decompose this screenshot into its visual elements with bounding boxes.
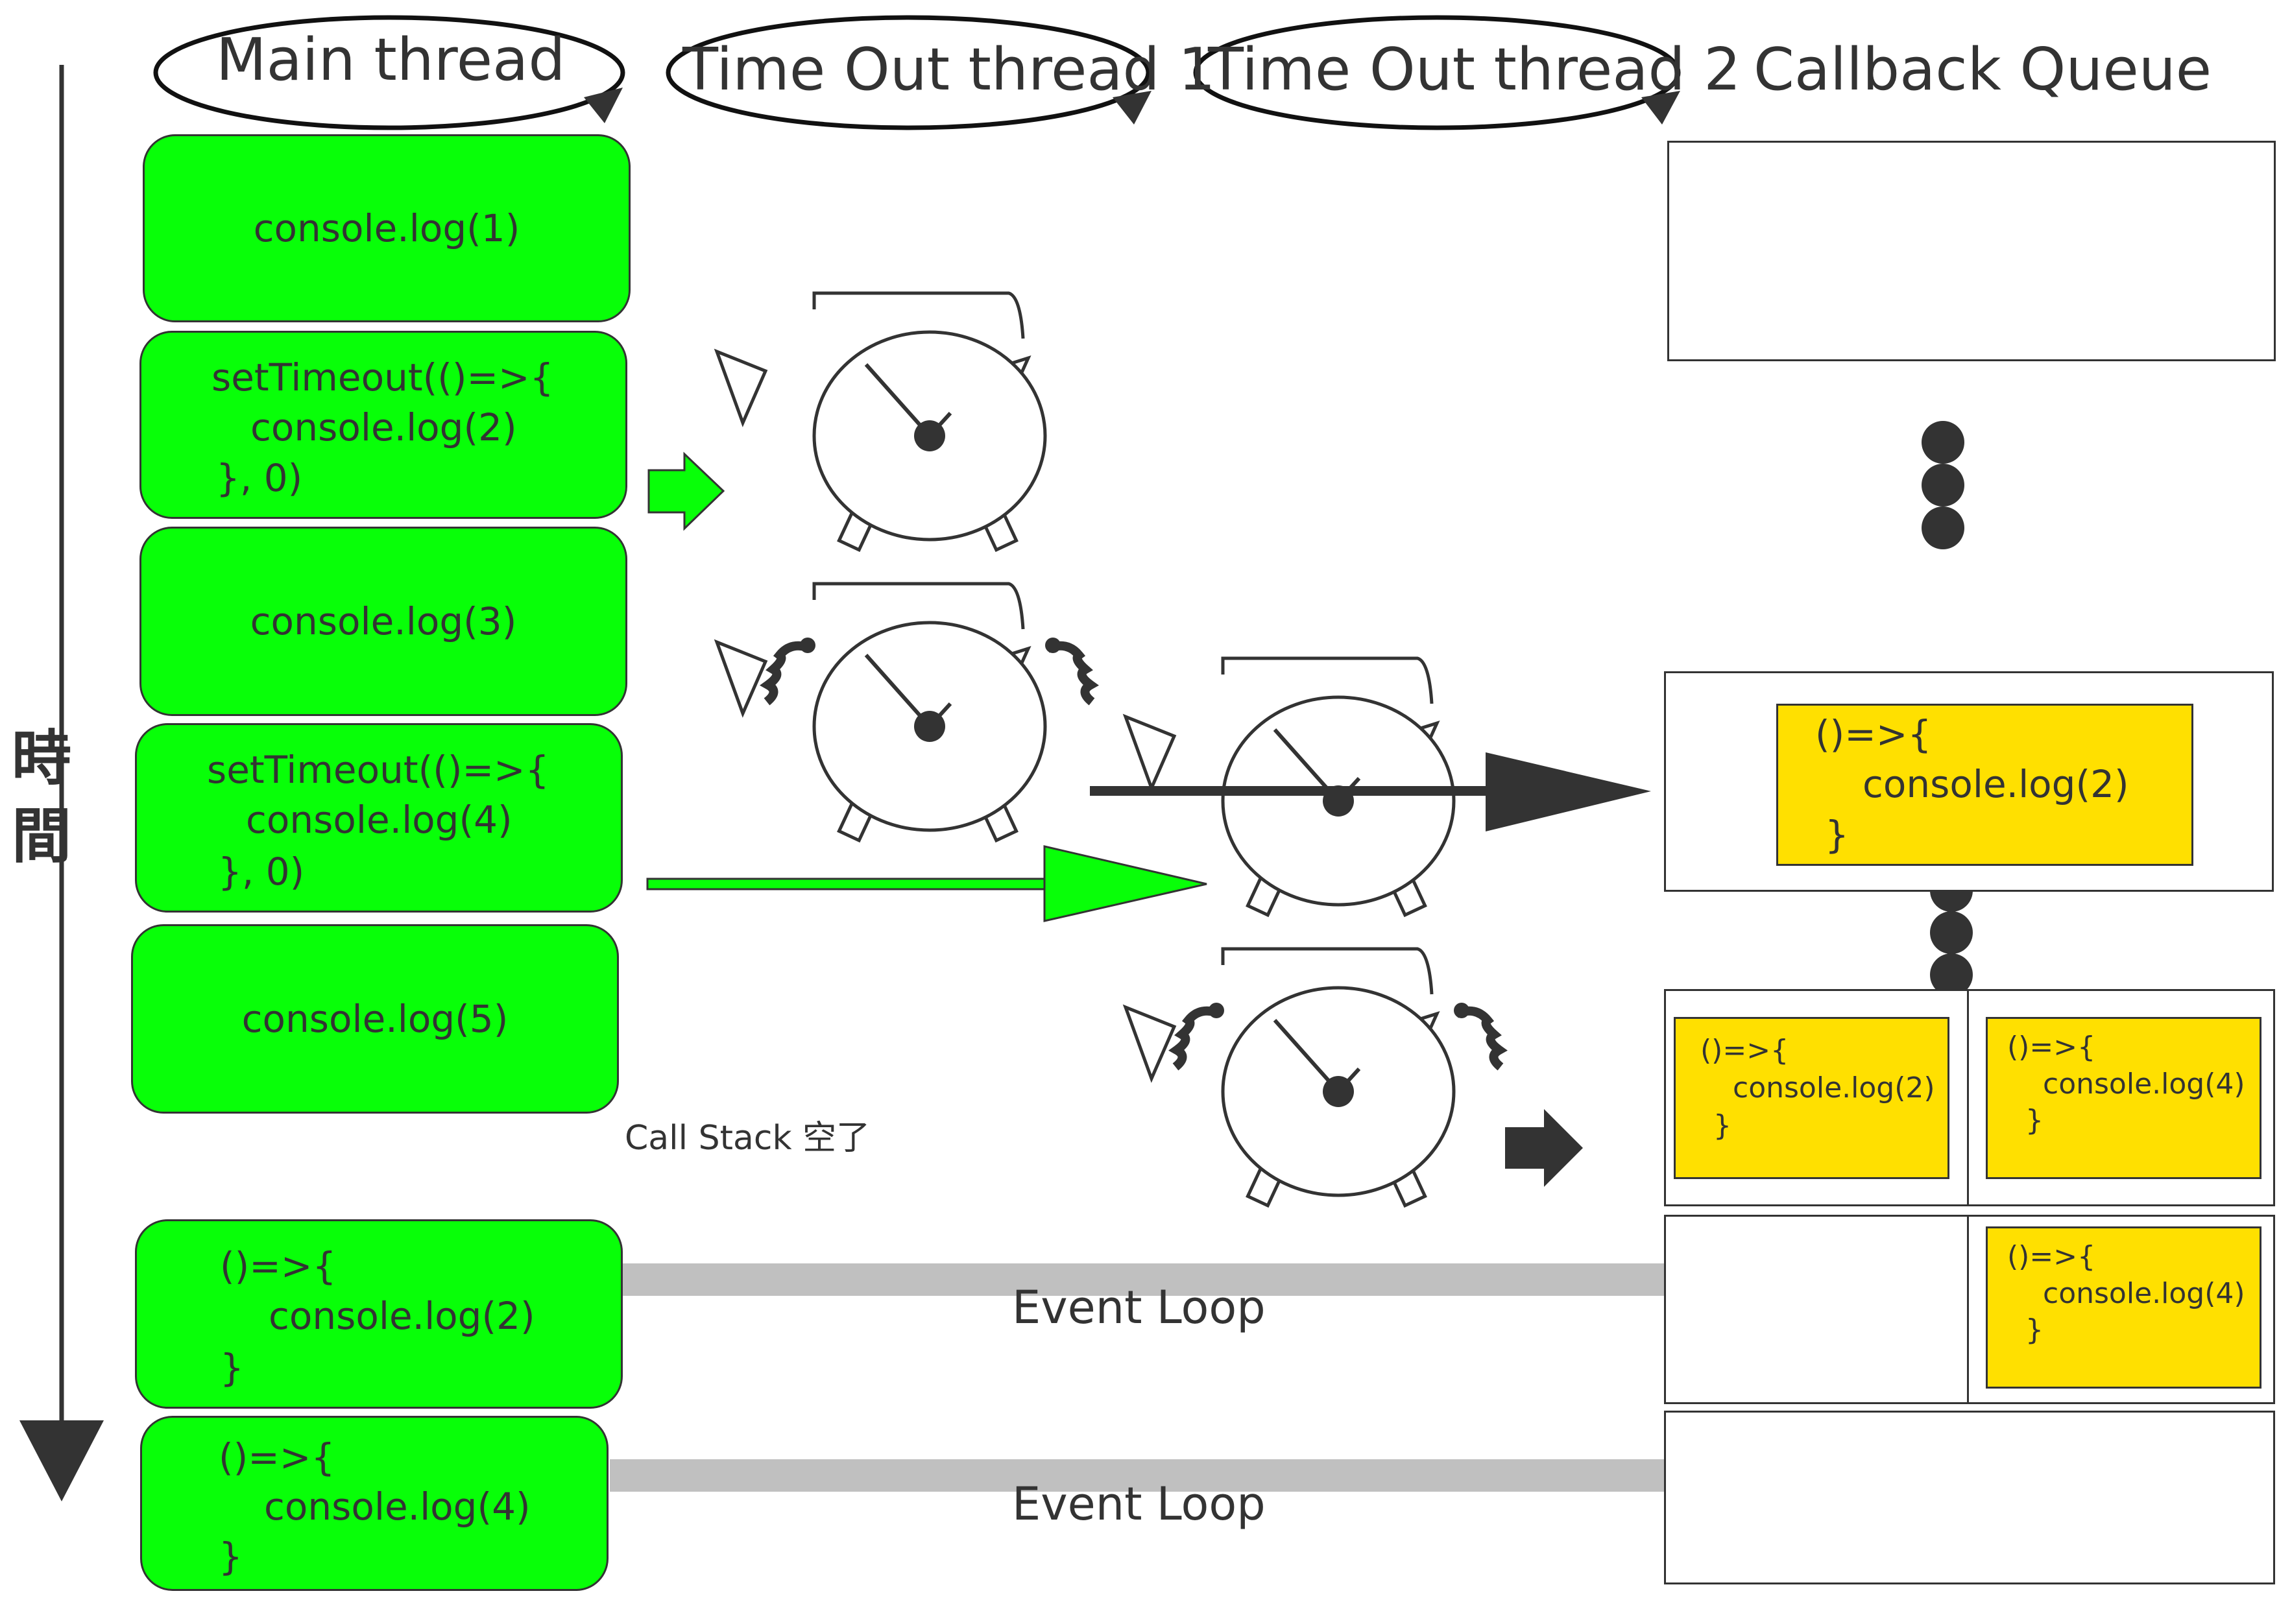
main-thread-box: console.log(1) [143,134,631,322]
code-line: ()=>{ [2007,1031,2096,1064]
code-line: console.log(2) [269,1294,535,1338]
queued-callback: ()=>{ console.log(4) } [1986,1226,2261,1389]
event-loop-callback-box: ()=>{ console.log(2) } [135,1219,623,1409]
code-line: console.log(2) [1733,1071,1935,1105]
code-line: ()=>{ [220,1244,337,1288]
green-arrow-long [646,845,1207,922]
code-line: console.log(4) [246,798,512,842]
callback-queue-state: ()=>{ console.log(2) } [1664,671,2274,892]
callback-queue-empty [1667,141,2276,361]
queued-callback: ()=>{ console.log(4) } [1986,1017,2261,1179]
time-axis-label: 時間 [12,724,72,871]
event-loop-bar [610,1459,1665,1492]
code-line: } [219,1534,243,1579]
main-thread-box: setTimeout(()=>{ console.log(4) }, 0) [135,723,623,913]
code-line: console.log(4) [264,1485,531,1529]
header-main-thread: Main thread [216,26,566,94]
code-line: console.log(5) [241,997,509,1041]
queue-divider [1967,991,1969,1204]
code-line: ()=>{ [1815,712,1932,756]
dark-arrow-small [1505,1109,1583,1187]
alarm-clock-icon [717,584,1045,841]
event-loop-label: Event Loop [1012,1477,1266,1531]
code-line: } [220,1346,244,1390]
main-thread-box: console.log(5) [131,924,619,1114]
alarm-clock-icon [1126,949,1454,1206]
green-arrow-small [647,451,725,531]
code-line: }, 0) [216,456,303,500]
code-line: } [2025,1104,2044,1137]
queued-callback: ()=>{ console.log(2) } [1776,704,2193,866]
code-line: setTimeout(()=>{ [211,355,554,400]
code-line: } [2025,1313,2044,1346]
header-ellipse-timeout2 [1193,15,1681,130]
dark-arrow-to-queue [1090,752,1651,831]
alarm-clock-icon [717,293,1045,550]
header-callback-queue: Callback Queue [1754,36,2212,104]
code-line: } [1713,1109,1731,1142]
header-timeout-thread-1: Time Out thread 1 [682,36,1216,104]
main-thread-box: console.log(3) [139,527,627,716]
code-line: ()=>{ [1700,1034,1789,1067]
queued-callback: ()=>{ console.log(2) } [1674,1017,1949,1179]
call-stack-note: Call Stack 空了 [625,1119,871,1158]
queue-divider [1967,1217,1969,1402]
callback-queue-state: ()=>{ console.log(4) } [1664,1215,2275,1404]
code-line: ()=>{ [219,1435,335,1479]
code-line: } [1825,813,1849,857]
code-line: console.log(2) [1863,762,2129,806]
callback-queue-state: ()=>{ console.log(2) } ()=>{ console.log… [1664,989,2275,1206]
code-line: console.log(2) [250,405,517,449]
code-line: console.log(3) [250,599,517,643]
event-loop-callback-box: ()=>{ console.log(4) } [140,1416,609,1591]
code-line: console.log(1) [253,206,520,250]
code-line: }, 0) [218,850,305,894]
event-loop-label: Event Loop [1012,1281,1266,1334]
event-loop-bar [621,1263,1665,1296]
code-line: console.log(4) [2043,1277,2245,1310]
time-axis [19,65,104,1501]
code-line: ()=>{ [2007,1240,2096,1273]
header-ellipse-main [153,15,625,130]
ellipsis-dots [1922,421,1964,549]
callback-queue-empty [1664,1411,2275,1584]
code-line: setTimeout(()=>{ [207,748,549,792]
header-ellipse-timeout1 [666,15,1152,130]
code-line: console.log(4) [2043,1068,2245,1101]
main-thread-box: setTimeout(()=>{ console.log(2) }, 0) [139,331,627,519]
header-timeout-thread-2: Time Out thread 2 [1208,36,1741,104]
